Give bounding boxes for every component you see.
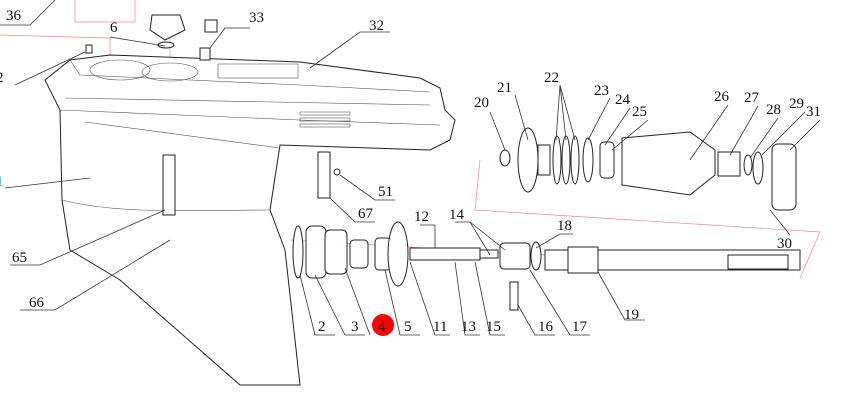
callout-27: 27 [744,90,760,106]
bearing-assembly [499,127,797,211]
callout-21: 21 [497,80,512,96]
callout-51: 51 [378,184,393,200]
callout-6: 6 [110,20,118,36]
callout-28: 28 [766,102,781,118]
callout-4-highlighted: 4 [378,319,386,335]
callout-65: 65 [12,250,27,266]
callout-16: 16 [538,319,554,335]
callout-15: 15 [486,319,501,335]
callout-13: 13 [461,319,476,335]
callout-33: 33 [249,10,264,26]
callout-24: 24 [615,92,631,108]
callout-25: 25 [632,104,647,120]
callout-36: 36 [6,8,22,24]
callout-18: 18 [557,218,572,234]
shaft-assembly [292,221,801,311]
callout-5: 5 [404,319,412,335]
callout-22: 22 [544,70,559,86]
callout-1: 1 [0,174,4,190]
callout-30: 30 [777,236,792,252]
callout-11: 11 [433,319,447,335]
callout-17: 17 [572,319,588,335]
callout-14: 14 [449,207,465,223]
callout-31: 31 [806,104,821,120]
callout-2-top: 2 [0,70,4,86]
callout-20: 20 [474,95,489,111]
gearcase-housing [44,54,456,386]
callout-labels: 36 6 33 32 2 1 20 21 22 23 24 25 26 27 2… [0,8,821,336]
callout-19: 19 [624,307,639,323]
leader-lines [0,0,821,336]
callout-67: 67 [358,206,374,222]
callout-12: 12 [414,209,429,225]
callout-23: 23 [594,83,609,99]
callout-29: 29 [789,96,804,112]
callout-3: 3 [351,319,359,335]
callout-26: 26 [714,89,730,105]
callout-66: 66 [29,295,45,311]
highlight-marker [372,314,394,336]
callout-2: 2 [318,319,326,335]
callout-32: 32 [369,18,384,34]
